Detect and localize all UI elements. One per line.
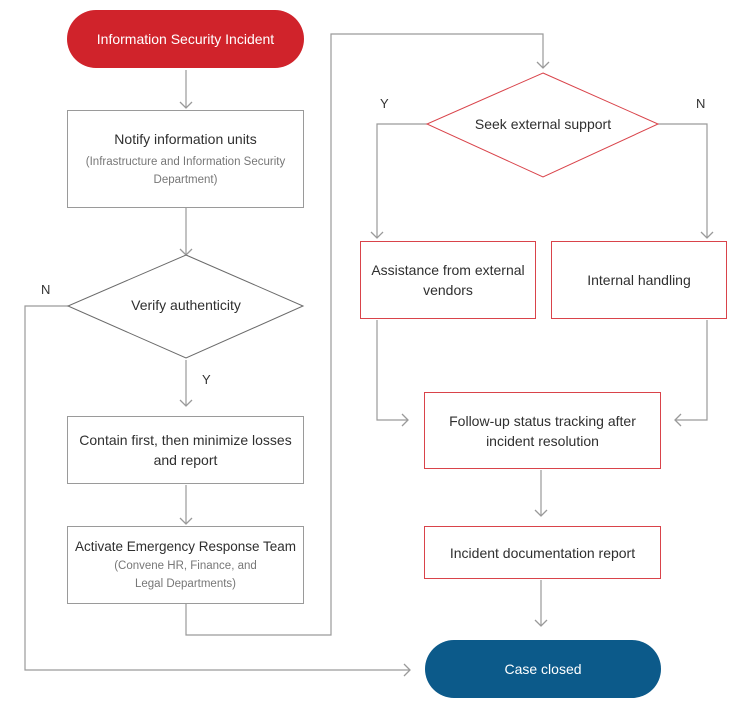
end-label: Case closed: [504, 661, 582, 677]
external-label: Assistance from external vendors: [371, 262, 525, 298]
report-node: Incident documentation report: [424, 526, 661, 579]
verify-diamond: [66, 254, 305, 359]
notify-node: Notify information units (Infrastructure…: [67, 110, 304, 208]
contain-label: Contain first, then minimize losses and …: [79, 432, 292, 468]
activate-label: Activate Emergency Response Team: [74, 539, 297, 554]
arrow-seek-no: [658, 123, 714, 239]
arrow-activate-to-seek: [185, 33, 550, 636]
verify-no-label: N: [41, 282, 51, 297]
arrow-internal-to-followup: [674, 320, 708, 427]
internal-node: Internal handling: [551, 241, 727, 319]
external-node: Assistance from external vendors: [360, 241, 536, 319]
activate-sublabel: (Convene HR, Finance, and Legal Departme…: [114, 560, 257, 590]
seek-diamond: [425, 72, 660, 178]
verify-label: Verify authenticity: [131, 297, 241, 313]
end-node: Case closed: [425, 640, 661, 698]
arrow-external-to-followup: [376, 320, 409, 427]
arrow-seek-yes: [370, 123, 427, 239]
internal-label: Internal handling: [587, 272, 691, 288]
seek-label: Seek external support: [474, 116, 612, 132]
activate-node: Activate Emergency Response Team (Conven…: [67, 526, 304, 604]
start-node: Information Security Incident: [67, 10, 304, 68]
notify-label: Notify information units: [114, 131, 257, 147]
report-label: Incident documentation report: [449, 544, 636, 561]
seek-yes-label: Y: [380, 96, 389, 111]
notify-sublabel: (Infrastructure and Information Security…: [85, 156, 286, 186]
verify-yes-label: Y: [202, 372, 211, 387]
arrow-verify-no: [24, 305, 411, 677]
seek-no-label: N: [696, 96, 706, 111]
contain-node: Contain first, then minimize losses and …: [67, 416, 304, 484]
start-label: Information Security Incident: [96, 31, 275, 47]
followup-node: Follow-up status tracking after incident…: [424, 392, 661, 469]
followup-label: Follow-up status tracking after incident…: [449, 412, 636, 449]
